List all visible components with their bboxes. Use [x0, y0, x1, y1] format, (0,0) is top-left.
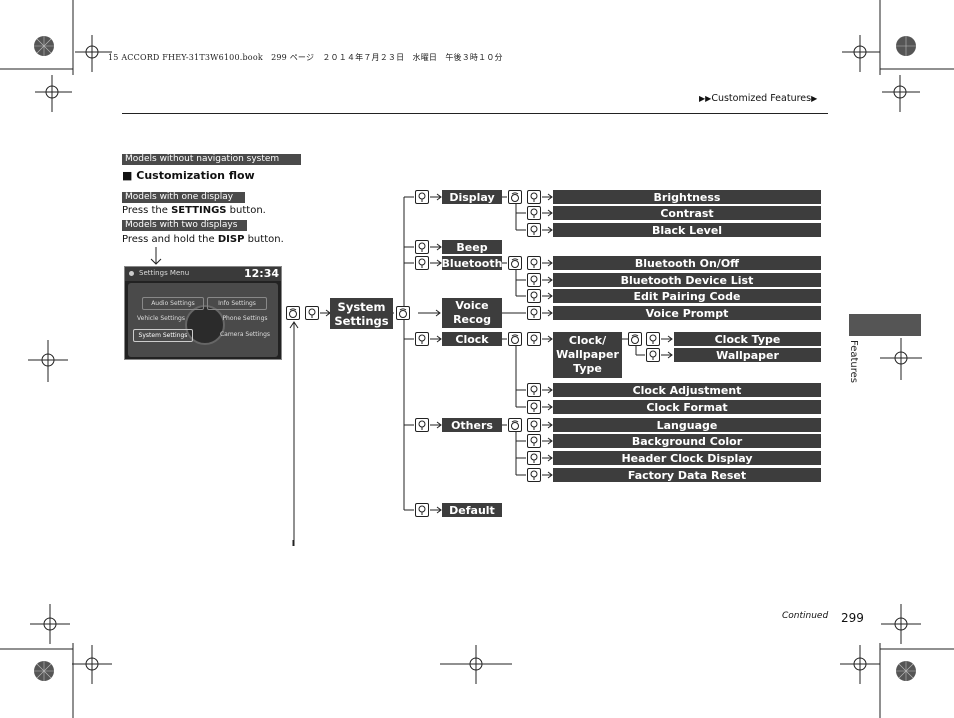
knob-select-icon — [527, 418, 541, 432]
knob-select-icon — [527, 223, 541, 237]
branch-beep[interactable]: Beep — [442, 240, 502, 254]
item-clock-type[interactable]: Clock Type — [674, 332, 821, 346]
header-rule — [122, 113, 828, 114]
instruction-pre: Press the — [122, 205, 172, 216]
knob-select-icon — [415, 190, 429, 204]
side-tab[interactable] — [849, 314, 921, 336]
branch-others[interactable]: Others — [442, 418, 502, 432]
knob-select-icon — [527, 332, 541, 346]
section-title-text: Customization flow — [136, 169, 255, 182]
section-bullet: ■ — [122, 169, 133, 182]
item-header-clock-display[interactable]: Header Clock Display — [553, 451, 821, 465]
item-bluetooth-on-off[interactable]: Bluetooth On/Off — [553, 256, 821, 270]
instruction-pre: Press and hold the — [122, 234, 218, 245]
knob-select-icon — [415, 503, 429, 517]
knob-select-icon — [527, 289, 541, 303]
breadcrumb-end-marker: ▶ — [811, 94, 818, 103]
knob-select-icon — [415, 240, 429, 254]
knob-rotate-icon — [286, 306, 300, 320]
knob-rotate-icon — [508, 190, 522, 204]
side-tab-label: Features — [848, 340, 859, 383]
item-voice-prompt[interactable]: Voice Prompt — [553, 306, 821, 320]
screen-title: Settings Menu — [139, 269, 190, 277]
screen-item-camera[interactable]: Camera Settings — [219, 331, 271, 338]
knob-select-icon — [527, 451, 541, 465]
continued-label: Continued — [782, 611, 829, 621]
settings-menu-screen: Settings Menu 12:34 Audio Settings Info … — [124, 266, 282, 360]
knob-rotate-icon — [508, 332, 522, 346]
screen-item-vehicle[interactable]: Vehicle Settings — [137, 315, 185, 322]
branch-clock[interactable]: Clock — [442, 332, 502, 346]
knob-select-icon — [415, 332, 429, 346]
knob-select-icon — [415, 418, 429, 432]
item-edit-pairing-code[interactable]: Edit Pairing Code — [553, 289, 821, 303]
item-language[interactable]: Language — [553, 418, 821, 432]
print-header: 15 ACCORD FHEY-31T3W6100.book 299 ページ ２０… — [108, 53, 503, 62]
item-contrast[interactable]: Contrast — [553, 206, 821, 220]
branch-voice-recog[interactable]: Voice Recog — [442, 298, 502, 328]
item-wallpaper[interactable]: Wallpaper — [674, 348, 821, 362]
knob-select-icon — [415, 256, 429, 270]
item-bluetooth-device-list[interactable]: Bluetooth Device List — [553, 273, 821, 287]
knob-select-icon — [527, 306, 541, 320]
knob-select-icon — [527, 273, 541, 287]
screen-item-info[interactable]: Info Settings — [207, 297, 267, 310]
knob-rotate-icon — [508, 256, 522, 270]
instruction-post: button. — [244, 234, 284, 245]
screen-item-phone[interactable]: Phone Settings — [222, 315, 268, 322]
section-title: ■ Customization flow — [122, 169, 255, 182]
knob-select-icon — [305, 306, 319, 320]
instruction-one-display: Press the SETTINGS button. — [122, 205, 266, 216]
tag-without-nav: Models without navigation system — [122, 154, 301, 165]
arrow-down-icon — [150, 247, 162, 265]
knob-select-icon — [527, 468, 541, 482]
knob-rotate-icon — [628, 332, 642, 346]
item-background-color[interactable]: Background Color — [553, 434, 821, 448]
item-black-level[interactable]: Black Level — [553, 223, 821, 237]
instruction-post: button. — [226, 205, 266, 216]
breadcrumb-marker: ▶▶ — [699, 94, 712, 103]
knob-rotate-icon — [396, 306, 410, 320]
breadcrumb: ▶▶Customized Features▶ — [699, 93, 817, 104]
branch-display[interactable]: Display — [442, 190, 502, 204]
item-clock-wallpaper-type[interactable]: Clock/ Wallpaper Type — [553, 332, 622, 378]
system-settings-box[interactable]: System Settings — [330, 298, 393, 329]
item-clock-adjustment[interactable]: Clock Adjustment — [553, 383, 821, 397]
screen-clock: 12:34 — [243, 267, 279, 280]
knob-select-icon — [646, 348, 660, 362]
knob-select-icon — [527, 256, 541, 270]
knob-select-icon — [527, 190, 541, 204]
breadcrumb-text[interactable]: Customized Features — [711, 93, 812, 104]
knob-select-icon — [527, 383, 541, 397]
tag-two-displays: Models with two displays — [122, 220, 247, 231]
item-clock-format[interactable]: Clock Format — [553, 400, 821, 414]
screen-title-bar — [125, 267, 281, 281]
tag-one-display: Models with one display — [122, 192, 245, 203]
screen-home-icon[interactable] — [129, 271, 134, 276]
knob-select-icon — [646, 332, 660, 346]
page-number: 299 — [841, 611, 864, 625]
branch-bluetooth[interactable]: Bluetooth — [441, 256, 503, 270]
screen-item-system[interactable]: System Settings — [133, 329, 193, 342]
instruction-two-displays: Press and hold the DISP button. — [122, 234, 284, 245]
screen-item-audio[interactable]: Audio Settings — [142, 297, 204, 310]
item-brightness[interactable]: Brightness — [553, 190, 821, 204]
screen-dial — [185, 305, 225, 345]
knob-select-icon — [527, 434, 541, 448]
knob-select-icon — [527, 400, 541, 414]
settings-key: SETTINGS — [171, 205, 227, 216]
knob-rotate-icon — [508, 418, 522, 432]
knob-select-icon — [527, 206, 541, 220]
disp-key: DISP — [217, 234, 245, 245]
item-factory-data-reset[interactable]: Factory Data Reset — [553, 468, 821, 482]
branch-default[interactable]: Default — [442, 503, 502, 517]
